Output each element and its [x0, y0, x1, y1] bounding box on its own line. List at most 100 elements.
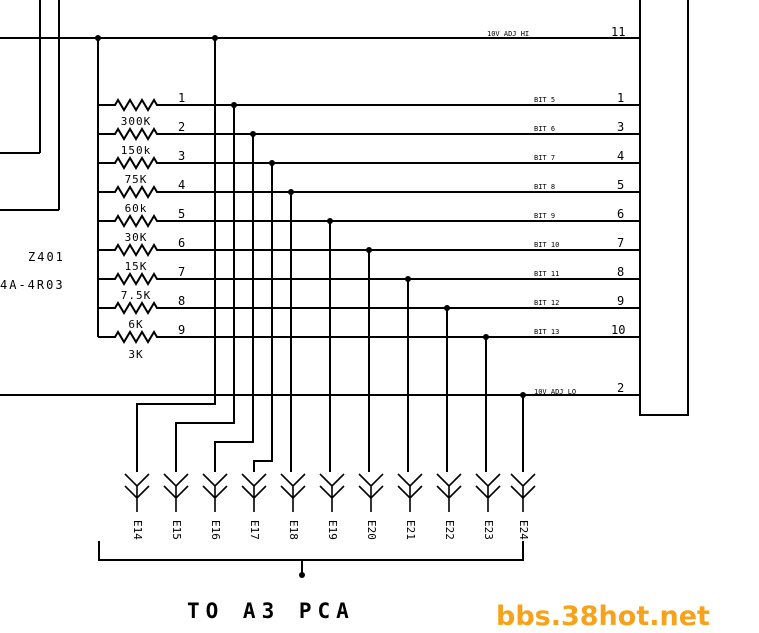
- route-wire: [175, 105, 235, 472]
- connector-terminal-symbol: [397, 473, 423, 512]
- resistor-value-label: 60k: [125, 202, 148, 215]
- net-10v-adj-hi-label: 10V ADJ HI: [487, 30, 529, 38]
- connector-terminal-symbol: [436, 473, 462, 512]
- resistor-value-label: 7.5K: [121, 289, 152, 302]
- resistor-wire: [98, 330, 640, 344]
- connector-column: E21: [397, 279, 423, 540]
- connector-column: E17: [241, 163, 273, 540]
- connector-terminal-symbol: [280, 473, 306, 512]
- bit-label: BIT 7: [534, 154, 555, 162]
- resistor-wire: [98, 127, 640, 141]
- connector-terminal-symbol: [475, 473, 501, 512]
- connector-label: E19: [326, 520, 339, 540]
- connector-label: E18: [287, 520, 300, 540]
- connector-label: E20: [365, 520, 378, 540]
- connector-column: E23: [475, 337, 501, 540]
- resistor-value-label: 15K: [125, 260, 148, 273]
- bit-pin-number: 6: [617, 207, 624, 221]
- resistor-row: 2 BIT 6 3 150k: [98, 120, 640, 157]
- connector-bracket: [98, 541, 524, 561]
- bit-label: BIT 6: [534, 125, 555, 133]
- resistor-wire: [98, 214, 640, 228]
- route-wire: [253, 163, 273, 472]
- left-component-outline: [0, 0, 60, 211]
- connector-column: E24: [510, 395, 536, 540]
- resistor-row: 3 BIT 7 4 75K: [98, 149, 640, 186]
- bit-pin-number: 4: [617, 149, 624, 163]
- connector-column: E20: [358, 250, 384, 540]
- connector-terminal-symbol: [202, 473, 228, 512]
- resistor-pin-label: 9: [178, 323, 185, 337]
- connector-label: E14: [131, 520, 144, 540]
- resistor-row: 4 BIT 8 5 60k: [98, 178, 640, 215]
- right-connector-outline: [639, 0, 689, 416]
- resistor-wire: [98, 156, 640, 170]
- bit-pin-number: 8: [617, 265, 624, 279]
- connector-terminal-symbol: [510, 473, 536, 512]
- resistor-wire: [98, 243, 640, 257]
- resistor-pin-label: 4: [178, 178, 185, 192]
- bit-pin-number: 7: [617, 236, 624, 250]
- connector-column: E15: [163, 105, 235, 540]
- connector-column: E22: [436, 308, 462, 540]
- bit-label: BIT 8: [534, 183, 555, 191]
- route-wire: [136, 38, 216, 472]
- connector-label: E17: [248, 520, 261, 540]
- net-10v-adj-lo-label: 10V ADJ LO: [534, 388, 576, 396]
- resistor-wire: [98, 272, 640, 286]
- resistor-pin-label: 2: [178, 120, 185, 134]
- resistor-value-label: 150k: [121, 144, 152, 157]
- connector-terminal-symbol: [163, 473, 189, 512]
- resistor-value-label: 6K: [128, 318, 143, 331]
- connector-terminal-symbol: [358, 473, 384, 512]
- connector-column: E16: [202, 134, 254, 540]
- pin-11-label: 11: [611, 25, 625, 39]
- resistor-wire: [98, 185, 640, 199]
- connector-label: E24: [517, 520, 530, 540]
- component-ref-label: Z401: [28, 250, 65, 264]
- connector-label: E15: [170, 520, 183, 540]
- bit-label: BIT 12: [534, 299, 559, 307]
- connector-column: E19: [319, 221, 345, 540]
- resistor-pin-label: 7: [178, 265, 185, 279]
- bit-label: BIT 5: [534, 96, 555, 104]
- resistor-pin-label: 8: [178, 294, 185, 308]
- resistor-value-label: 300K: [121, 115, 152, 128]
- bit-pin-number: 1: [617, 91, 624, 105]
- pin-2-label: 2: [617, 381, 624, 395]
- connector-label: E16: [209, 520, 222, 540]
- bit-pin-number: 3: [617, 120, 624, 134]
- route-wire: [214, 134, 254, 472]
- resistor-row: 7 BIT 11 8 7.5K: [98, 265, 640, 302]
- bit-label: BIT 9: [534, 212, 555, 220]
- watermark-text: bbs.38hot.net: [496, 601, 710, 632]
- resistor-value-label: 3K: [128, 348, 143, 361]
- connector-terminal-symbol: [241, 473, 267, 512]
- destination-label: TO A3 PCA: [187, 599, 355, 623]
- bit-label: BIT 13: [534, 328, 559, 336]
- resistor-pin-label: 6: [178, 236, 185, 250]
- connector-terminal-symbol: [124, 473, 150, 512]
- junction-dot: [299, 572, 305, 578]
- resistor-wire: [98, 98, 640, 112]
- connector-terminal-symbol: [319, 473, 345, 512]
- connector-column-group: E14 E15 E16 E17 E18 E19 E20 E21 E22 E23 E24: [124, 38, 536, 540]
- bit-pin-number: 10: [611, 323, 625, 337]
- resistor-value-label: 75K: [125, 173, 148, 186]
- resistor-pin-label: 5: [178, 207, 185, 221]
- bit-label: BIT 11: [534, 270, 559, 278]
- component-part-label: 4A-4R03: [0, 278, 65, 292]
- connector-label: E23: [482, 520, 495, 540]
- resistor-pin-label: 3: [178, 149, 185, 163]
- connector-label: E22: [443, 520, 456, 540]
- bit-pin-number: 5: [617, 178, 624, 192]
- bit-label: BIT 10: [534, 241, 559, 249]
- resistor-wire: [98, 301, 640, 315]
- connector-column: E18: [280, 192, 306, 540]
- connector-label: E21: [404, 520, 417, 540]
